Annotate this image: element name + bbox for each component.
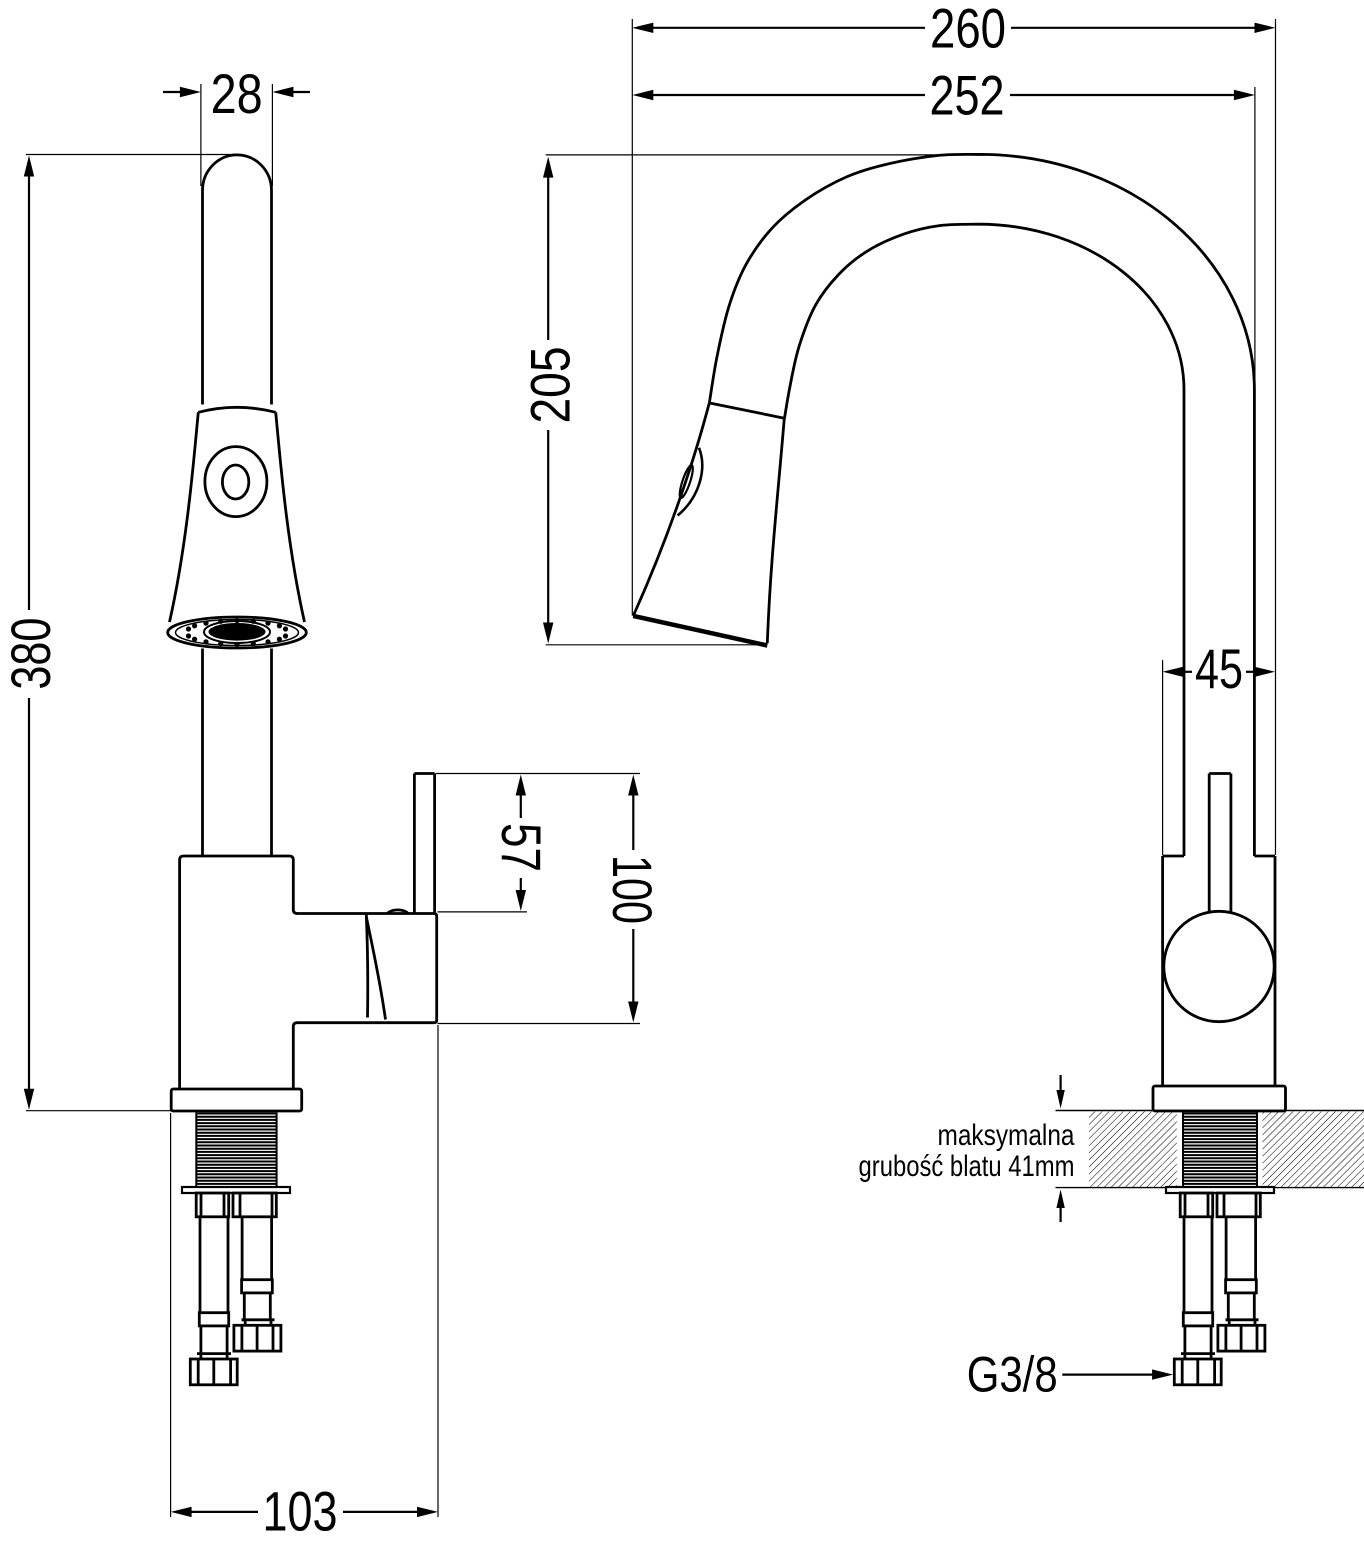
svg-text:205: 205 [519,347,582,424]
svg-text:G3/8: G3/8 [967,1347,1058,1403]
svg-text:grubość blatu 41mm: grubość blatu 41mm [859,1150,1075,1183]
svg-text:45: 45 [1195,637,1243,700]
svg-text:260: 260 [930,0,1006,60]
svg-text:252: 252 [930,63,1005,126]
svg-text:57: 57 [490,823,553,872]
svg-text:28: 28 [211,62,263,125]
svg-text:380: 380 [0,618,62,690]
svg-text:100: 100 [601,855,664,924]
svg-text:maksymalna: maksymalna [938,1119,1075,1152]
svg-text:103: 103 [263,1480,338,1543]
